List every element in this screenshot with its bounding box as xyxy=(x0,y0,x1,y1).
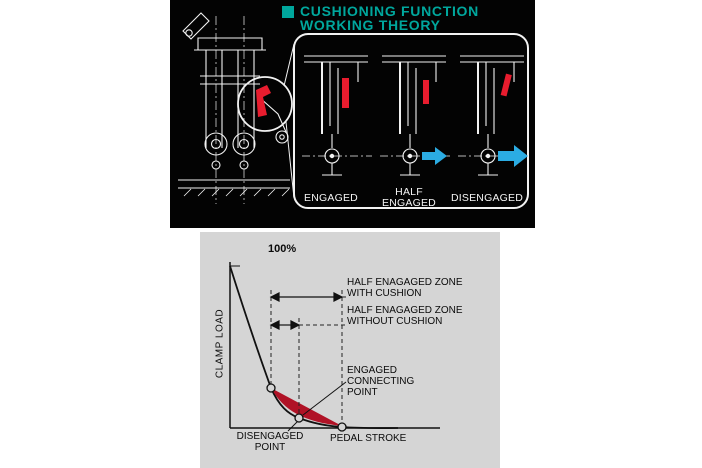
cushion-rubber-engaged xyxy=(342,78,349,108)
label-disengaged: DISENGAGED xyxy=(450,192,523,204)
disengaged-point-leader xyxy=(287,421,298,432)
label-half-engaged: HALF ENGAGED xyxy=(370,187,448,209)
callout-lines xyxy=(283,43,295,199)
cushion-rubber-highlight xyxy=(256,85,271,117)
disengaged-point-line-2: POINT xyxy=(254,442,286,453)
cushion-end-point-marker xyxy=(337,422,347,432)
cushion-rubber-half xyxy=(423,80,429,104)
engaged-point-line-1: ENGAGED xyxy=(347,365,398,376)
zone-without-cushion-label: HALF ENAGAGED ZONE WITHOUT CUSHION xyxy=(347,305,463,327)
engaged-connecting-point-marker xyxy=(266,383,276,393)
label-100-percent: 100% xyxy=(268,243,297,255)
title-line-1: CUSHIONING FUNCTION xyxy=(300,3,479,19)
clamp-load-chart: 100% CLAMP LOAD HALF ENAGAGED ZONE WITH … xyxy=(200,232,500,468)
label-half-line-2: ENGAGED xyxy=(382,197,436,209)
disengaged-point-label: DISENGAGED POINT xyxy=(222,431,318,453)
cushion-rubber-disengaged xyxy=(500,73,512,97)
zone-with-cushion-label: HALF ENAGAGED ZONE WITH CUSHION xyxy=(347,277,463,299)
engaged-point-leader xyxy=(302,381,347,416)
label-engaged: ENGAGED xyxy=(304,192,358,204)
cushion-zone-area xyxy=(271,388,342,426)
zone-without-line-1: HALF ENAGAGED ZONE xyxy=(347,305,463,316)
state-half-engaged-diagram xyxy=(380,55,450,176)
x-axis-label: PEDAL STROKE xyxy=(330,433,407,444)
disengaged-arrow-icon xyxy=(498,145,528,167)
states-frame xyxy=(293,33,529,209)
cushioning-theory-panel: CUSHIONING FUNCTION WORKING THEORY ENGAG… xyxy=(170,0,535,228)
mechanism-diagrams xyxy=(178,12,529,209)
engaged-connecting-point-label: ENGAGED CONNECTING POINT xyxy=(347,365,414,398)
magnifier-circle xyxy=(237,76,293,132)
zone-with-line-1: HALF ENAGAGED ZONE xyxy=(347,277,463,288)
disengaged-point-marker xyxy=(294,413,304,423)
label-half-line-1: HALF xyxy=(395,186,423,198)
disengaged-point-line-1: DISENGAGED xyxy=(236,431,304,442)
state-disengaged-diagram xyxy=(458,55,528,176)
engaged-point-line-2: CONNECTING xyxy=(347,376,415,387)
zone-with-cushion-arrow xyxy=(269,292,344,302)
title-line-2: WORKING THEORY xyxy=(300,17,441,33)
zone-without-line-2: WITHOUT CUSHION xyxy=(347,316,443,327)
curve-points xyxy=(266,383,347,432)
half-engaged-arrow-icon xyxy=(422,147,447,165)
state-engaged-diagram xyxy=(302,55,372,176)
panel-title-text: CUSHIONING FUNCTION WORKING THEORY xyxy=(300,4,479,32)
y-axis-label: CLAMP LOAD xyxy=(214,308,226,379)
zone-with-line-2: WITH CUSHION xyxy=(347,288,422,299)
zone-without-cushion-arrow xyxy=(269,320,301,330)
engaged-point-line-3: POINT xyxy=(347,387,378,398)
panel-title: CUSHIONING FUNCTION WORKING THEORY xyxy=(282,4,479,32)
clamp-assembly-drawing xyxy=(178,12,290,204)
clamp-load-plot xyxy=(229,262,440,432)
title-bullet-icon xyxy=(282,6,294,18)
